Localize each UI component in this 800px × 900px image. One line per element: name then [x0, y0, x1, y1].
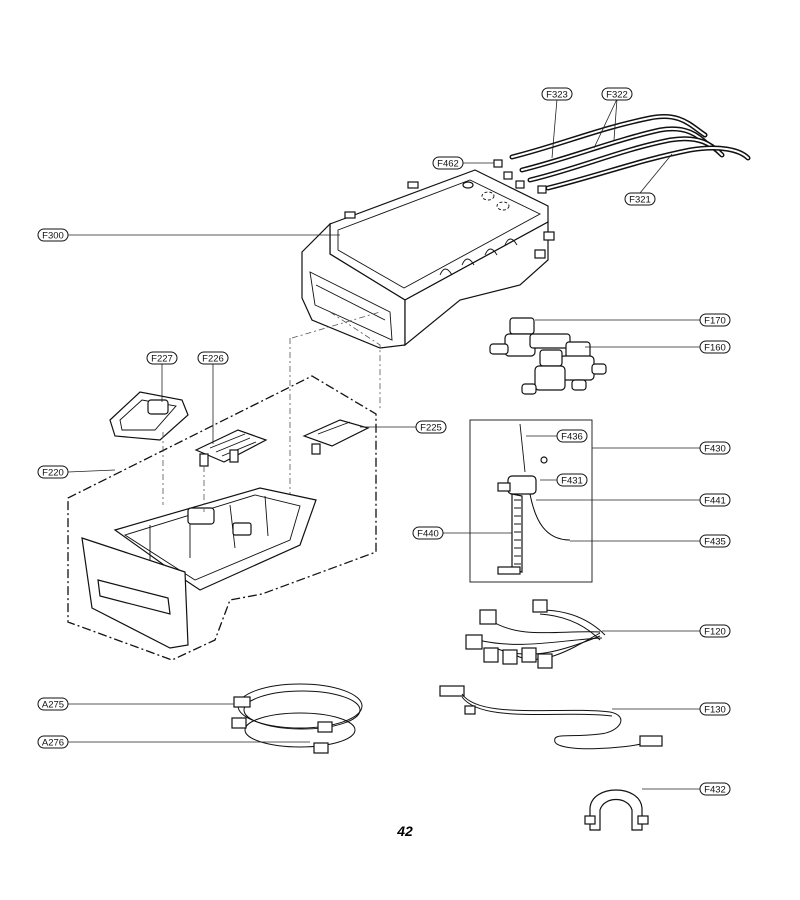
inlet-hoses [493, 114, 751, 194]
label-F170-text: F170 [704, 316, 726, 327]
label-F226-text: F226 [202, 354, 224, 365]
label-F435: F435 [699, 534, 731, 548]
label-F462-text: F462 [437, 159, 459, 170]
label-F227-text: F227 [151, 354, 173, 365]
label-F322-text: F322 [606, 90, 628, 101]
label-F226: F226 [197, 351, 229, 365]
detergent-cap [302, 419, 370, 455]
softener-cover [109, 391, 189, 505]
label-F323: F323 [541, 87, 573, 101]
label-F322: F322 [601, 87, 633, 101]
label-A275-text: A275 [42, 700, 64, 711]
label-F432: F432 [699, 782, 731, 796]
page-number: 42 [396, 823, 413, 839]
label-A276: A276 [37, 735, 69, 749]
label-F300-text: F300 [42, 231, 64, 242]
label-F431: F431 [556, 473, 588, 487]
label-F462: F462 [432, 156, 464, 170]
drawer-assembly [67, 311, 381, 661]
label-F441: F441 [699, 493, 731, 507]
label-F160-text: F160 [704, 343, 726, 354]
label-F120: F120 [699, 624, 731, 638]
label-F441-text: F441 [704, 496, 726, 507]
drain-box [469, 419, 593, 583]
water-valves [489, 317, 607, 395]
label-F323-text: F323 [546, 90, 568, 101]
label-F430-text: F430 [704, 444, 726, 455]
label-F220: F220 [37, 465, 69, 479]
label-F440-text: F440 [417, 529, 439, 540]
label-F220-text: F220 [42, 468, 64, 479]
label-F431-text: F431 [561, 476, 583, 487]
wire-harness-main [465, 599, 606, 669]
label-F300: F300 [37, 228, 69, 242]
label-F436-text: F436 [561, 432, 583, 443]
hose-clip [584, 789, 649, 831]
label-A276-text: A276 [42, 738, 64, 749]
bleach-cap [194, 429, 268, 512]
label-F160: F160 [699, 340, 731, 354]
label-F321-text: F321 [629, 195, 651, 206]
label-F227: F227 [146, 351, 178, 365]
label-F225-text: F225 [420, 423, 442, 434]
label-F436: F436 [556, 429, 588, 443]
dispenser-housing [301, 169, 555, 349]
label-F130: F130 [699, 702, 731, 716]
label-F432-text: F432 [704, 785, 726, 796]
label-F440: F440 [412, 526, 444, 540]
label-F435-text: F435 [704, 537, 726, 548]
label-F225: F225 [415, 420, 447, 434]
cables [231, 683, 363, 754]
label-F120-text: F120 [704, 627, 726, 638]
label-F130-text: F130 [704, 705, 726, 716]
label-F321: F321 [624, 192, 656, 206]
leader-lines [67, 98, 700, 790]
label-A275: A275 [37, 697, 69, 711]
label-F430: F430 [699, 441, 731, 455]
wire-harness-secondary [439, 685, 663, 750]
label-F170: F170 [699, 313, 731, 327]
